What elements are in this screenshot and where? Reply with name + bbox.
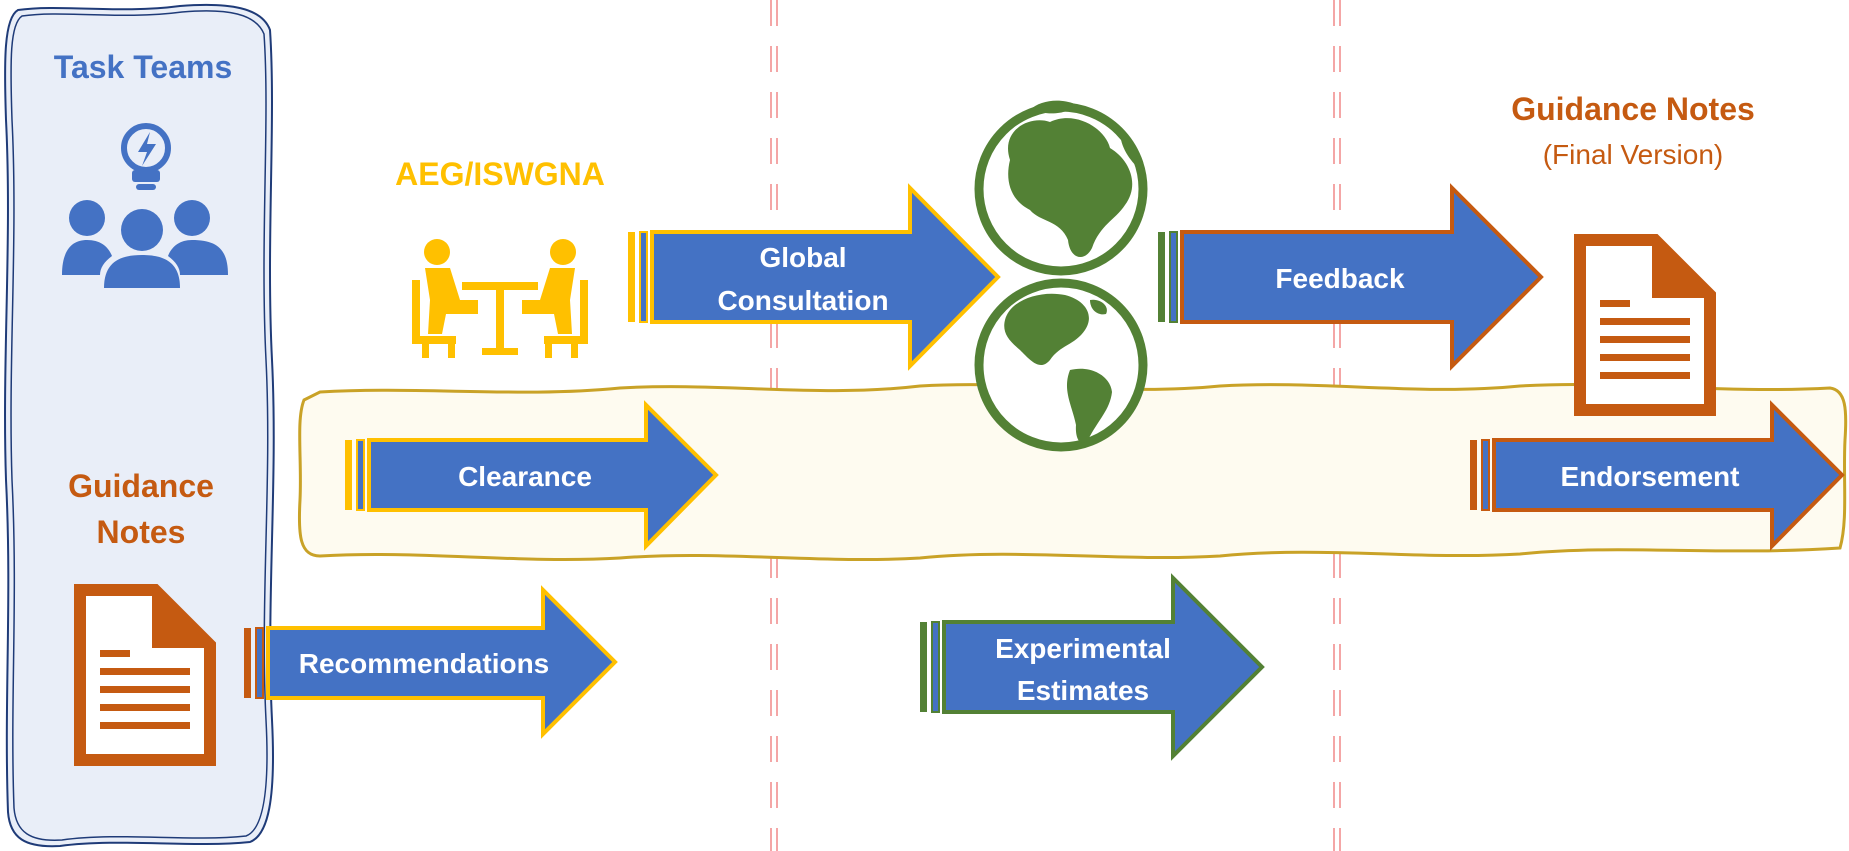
feedback-arrow: Feedback xyxy=(1158,183,1544,371)
globe-icon-africa xyxy=(974,100,1148,276)
document-icon-left xyxy=(74,584,216,766)
recommendations-label: Recommendations xyxy=(299,648,550,679)
experimental-estimates-label-1: Experimental xyxy=(995,633,1171,664)
global-consultation-label-1: Global xyxy=(759,242,846,273)
experimental-estimates-arrow: Experimental Estimates xyxy=(920,573,1265,761)
team-idea-icon xyxy=(62,123,228,288)
aeg-iswgna-title: AEG/ISWGNA xyxy=(395,156,605,192)
recommendations-arrow: Recommendations xyxy=(244,585,618,739)
task-teams-title: Task Teams xyxy=(54,49,232,85)
clearance-arrow: Clearance xyxy=(345,400,719,551)
clearance-endorsement-band xyxy=(297,382,1848,562)
experimental-estimates-label-2: Estimates xyxy=(1017,675,1149,706)
globe-icon-americas xyxy=(974,278,1148,452)
endorsement-arrow: Endorsement xyxy=(1470,400,1845,551)
guidance-notes-final-subtitle: (Final Version) xyxy=(1543,139,1724,170)
endorsement-label: Endorsement xyxy=(1561,461,1740,492)
global-consultation-arrow: Global Consultation xyxy=(628,183,1001,371)
guidance-notes-left-line1: Guidance xyxy=(68,468,214,504)
guidance-notes-final-title: Guidance Notes xyxy=(1511,91,1755,127)
clearance-label: Clearance xyxy=(458,461,592,492)
meeting-icon xyxy=(412,239,588,358)
guidance-notes-left-line2: Notes xyxy=(97,514,186,550)
document-icon-final xyxy=(1574,234,1716,416)
feedback-label: Feedback xyxy=(1275,263,1405,294)
global-consultation-label-2: Consultation xyxy=(717,285,888,316)
